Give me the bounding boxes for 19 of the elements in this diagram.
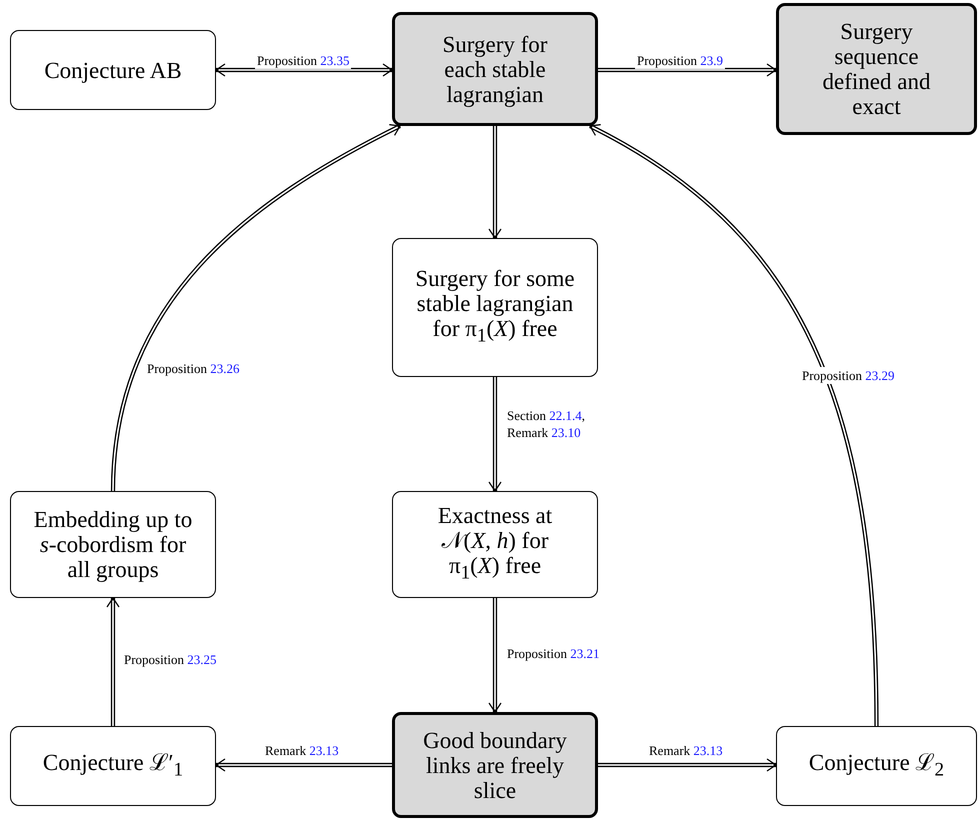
box-text: Conjecture ℒ′$_{1}$ (42, 750, 184, 782)
box-text: Surgery sequence defined and exact (822, 19, 932, 119)
process-box (776, 726, 977, 806)
box-text: Exactness at 𝒩(X, h) for π$_{1}$(X) free (436, 503, 554, 586)
process-box (10, 726, 216, 806)
highlighted-box (776, 3, 977, 135)
highlighted-box (392, 712, 598, 818)
box-text: Embedding up to s-cobordism for all groups (32, 507, 194, 582)
process-box (392, 238, 598, 377)
box-text: Conjecture AB (44, 58, 182, 82)
process-box (10, 491, 216, 598)
box-text: Good boundary links are freely slice (422, 728, 568, 802)
edge-label: Proposition 23.29 (800, 367, 896, 384)
box-text: Surgery for some stable lagrangian for π$_{1}$(X) free (415, 266, 575, 349)
highlighted-box (392, 12, 598, 126)
process-box (10, 30, 216, 110)
box-text: Surgery for each stable lagrangian (442, 32, 548, 106)
process-box (392, 491, 598, 598)
box-text: Conjecture ℒ$_{2}$ (808, 750, 944, 782)
